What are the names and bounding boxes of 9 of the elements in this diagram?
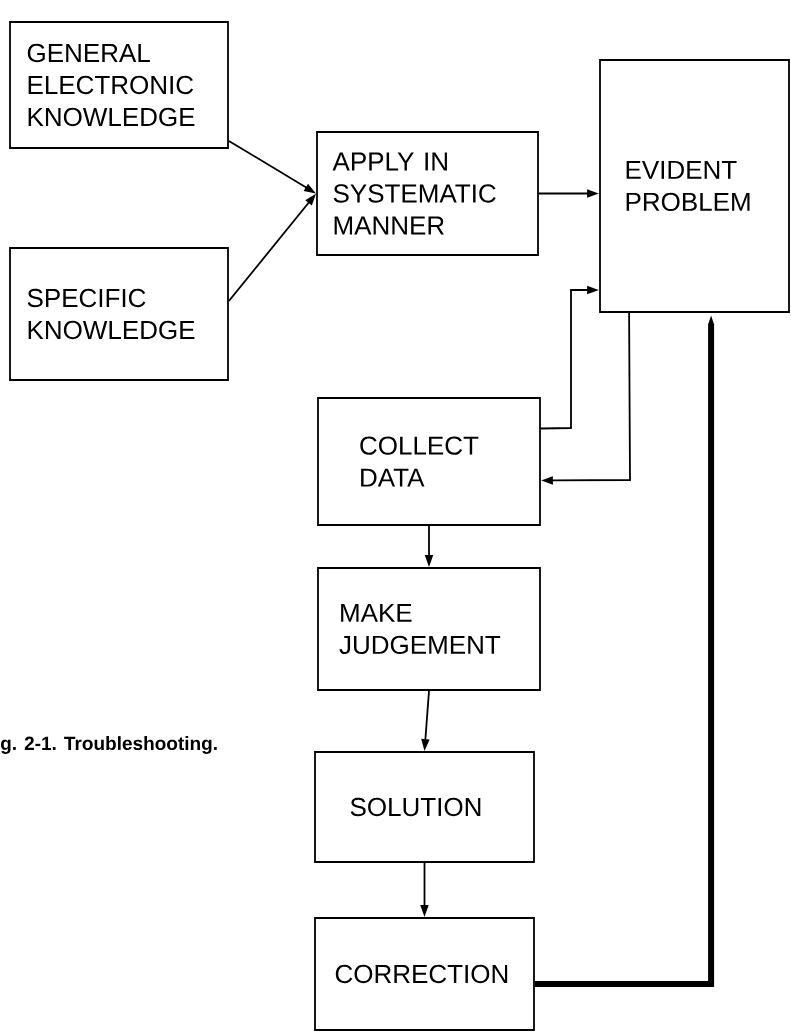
process-box: GENERAL ELECTRONIC KNOWLEDGE — [9, 21, 229, 149]
process-box: MAKE JUDGEMENT — [317, 567, 541, 691]
process-box: CORRECTION — [314, 917, 535, 1031]
process-box: COLLECT DATA — [317, 397, 541, 526]
process-box: EVIDENT PROBLEM — [599, 59, 790, 313]
caption: g. 2-1. Troubleshooting. — [1, 736, 217, 754]
process-box: SOLUTION — [314, 751, 535, 863]
process-box: APPLY IN SYSTEMATIC MANNER — [316, 131, 539, 256]
process-box: SPECIFIC KNOWLEDGE — [9, 247, 229, 381]
